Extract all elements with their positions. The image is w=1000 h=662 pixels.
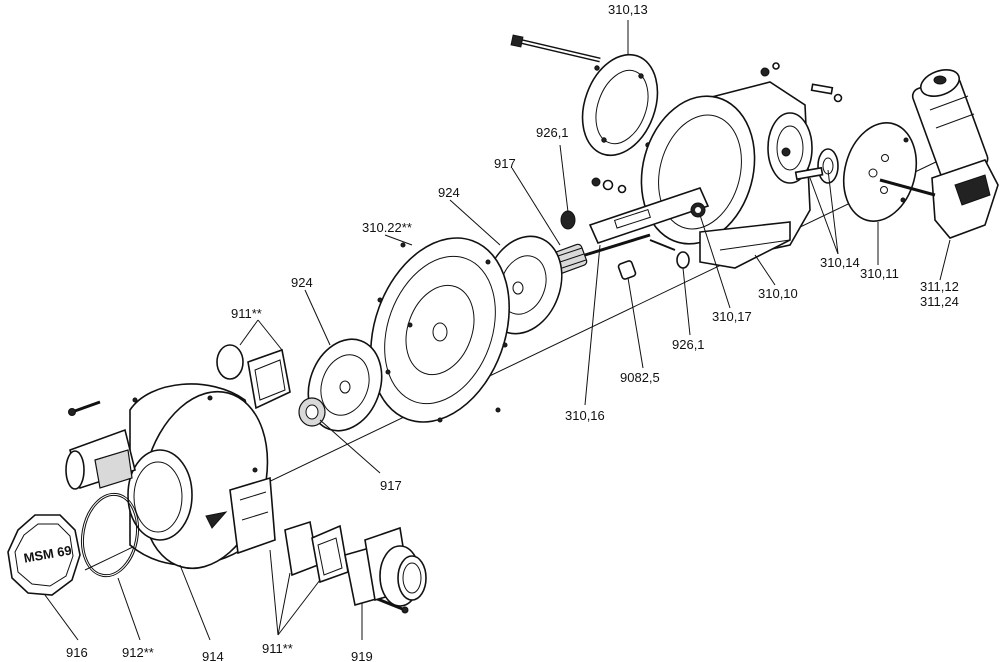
connecting-rod-310-16 [584, 187, 710, 257]
screw-set [68, 400, 409, 614]
long-bolt [510, 34, 601, 63]
valve-911-bottom [284, 520, 349, 584]
label-919: 919 [351, 649, 373, 662]
bearing-bracket-310-10 [640, 81, 813, 269]
label-310-10: 310,10 [758, 286, 798, 301]
label-924-top: 924 [438, 185, 460, 200]
leader-lines [44, 20, 951, 641]
label-917-top: 917 [494, 156, 516, 171]
o-ring-912 [80, 492, 140, 578]
label-310-16: 310,16 [565, 408, 605, 423]
outlet-919 [344, 526, 427, 607]
label-914: 914 [202, 649, 224, 662]
label-311-12: 311,12 [920, 279, 959, 294]
label-926-1-bottom: 926,1 [672, 337, 705, 352]
cover-plate-310-11 [843, 122, 917, 222]
label-310-14: 310,14 [820, 255, 860, 270]
valve-911-top [216, 344, 291, 410]
cap-916: MSM 69 [7, 514, 81, 596]
gasket-310-13 [581, 53, 659, 157]
label-9082-5: 9082,5 [620, 370, 660, 385]
label-911-top: 911** [231, 306, 262, 321]
pump-housing-914 [65, 383, 276, 570]
bushing-926-1 [560, 210, 690, 280]
nut-917 [298, 397, 326, 427]
part-labels: 310,13 926,1 917 924 310.22** 924 911** … [66, 2, 959, 662]
label-916: 916 [66, 645, 88, 660]
nut-washer-set [591, 62, 843, 194]
label-917-bottom: 917 [380, 478, 402, 493]
diaphragm-924-left [307, 338, 383, 432]
label-310-11: 310,11 [860, 266, 899, 281]
label-912: 912** [122, 645, 154, 660]
label-310-17: 310,17 [712, 309, 752, 324]
diaphragm-310-22 [370, 237, 510, 423]
label-926-1-top: 926,1 [536, 125, 569, 140]
label-924-left: 924 [291, 275, 313, 290]
bearing-disc-310-14 [794, 148, 839, 184]
gear-motor-311-12 [879, 69, 999, 239]
label-310-13: 310,13 [608, 2, 648, 17]
label-311-24: 311,24 [920, 294, 959, 309]
label-911-bottom: 911** [262, 641, 293, 656]
label-310-22: 310.22** [362, 220, 412, 235]
